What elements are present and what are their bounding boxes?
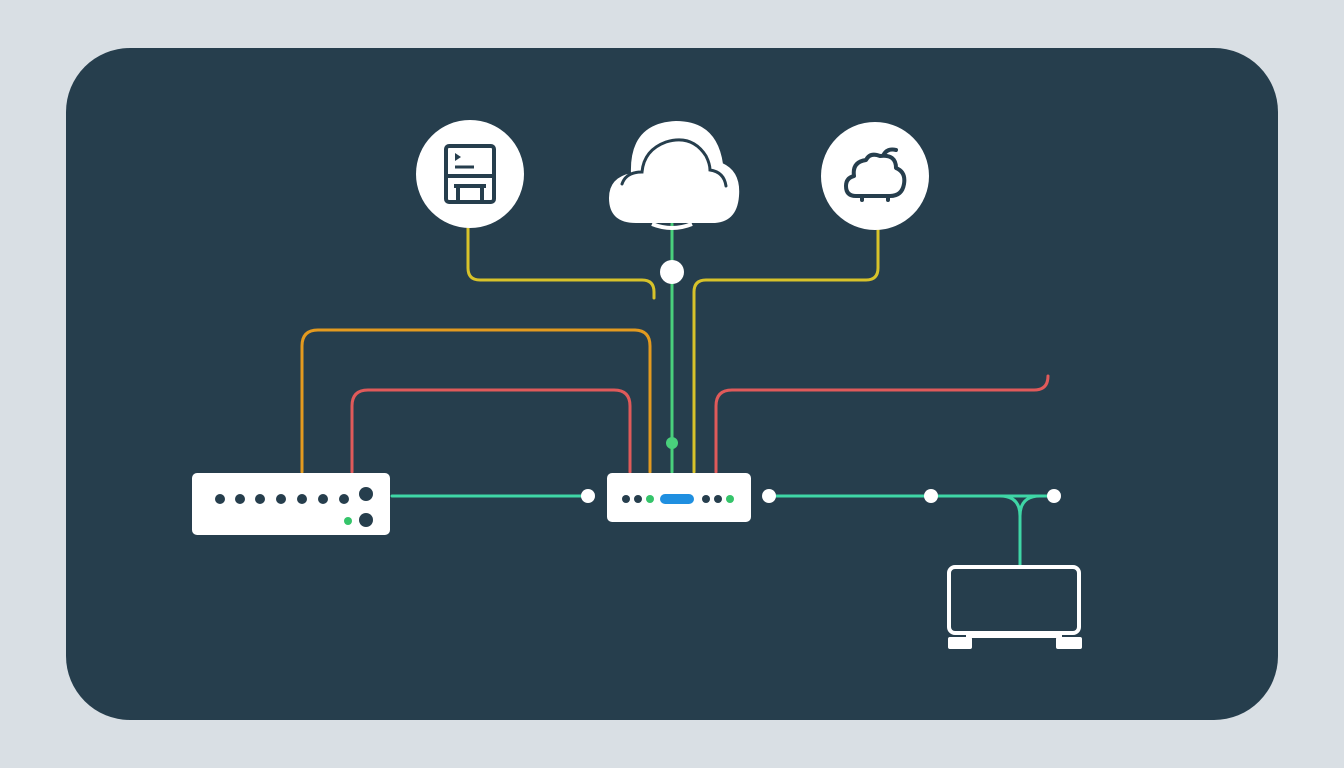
cloud-icon <box>608 120 740 230</box>
junction-dot <box>660 260 684 284</box>
junction-dot <box>924 489 938 503</box>
small-cloud-icon <box>844 147 907 202</box>
network-switch-node[interactable] <box>192 473 390 535</box>
monitor-icon <box>947 565 1082 649</box>
cloud-node[interactable] <box>608 120 740 230</box>
link-router-to-monitor-teal <box>768 494 1056 568</box>
junction-dot <box>1047 489 1061 503</box>
link-router-outbound-red <box>714 374 1050 474</box>
router-node[interactable] <box>607 473 751 522</box>
link-document-to-router <box>466 226 656 300</box>
cloud-service-node[interactable] <box>821 122 929 230</box>
link-switch-to-router-red <box>350 388 632 474</box>
junction-dot <box>581 489 595 503</box>
document-server-node[interactable] <box>416 120 524 228</box>
junction-dot <box>762 489 776 503</box>
link-switch-to-router-orange <box>300 328 652 474</box>
document-icon <box>444 144 496 204</box>
junction-dot <box>666 437 678 449</box>
link-cloud-service-to-router <box>692 226 880 474</box>
switch-status-led <box>344 517 352 525</box>
router-port-leds <box>622 494 734 504</box>
monitor-node[interactable] <box>947 565 1082 649</box>
switch-port-leds <box>215 487 373 527</box>
